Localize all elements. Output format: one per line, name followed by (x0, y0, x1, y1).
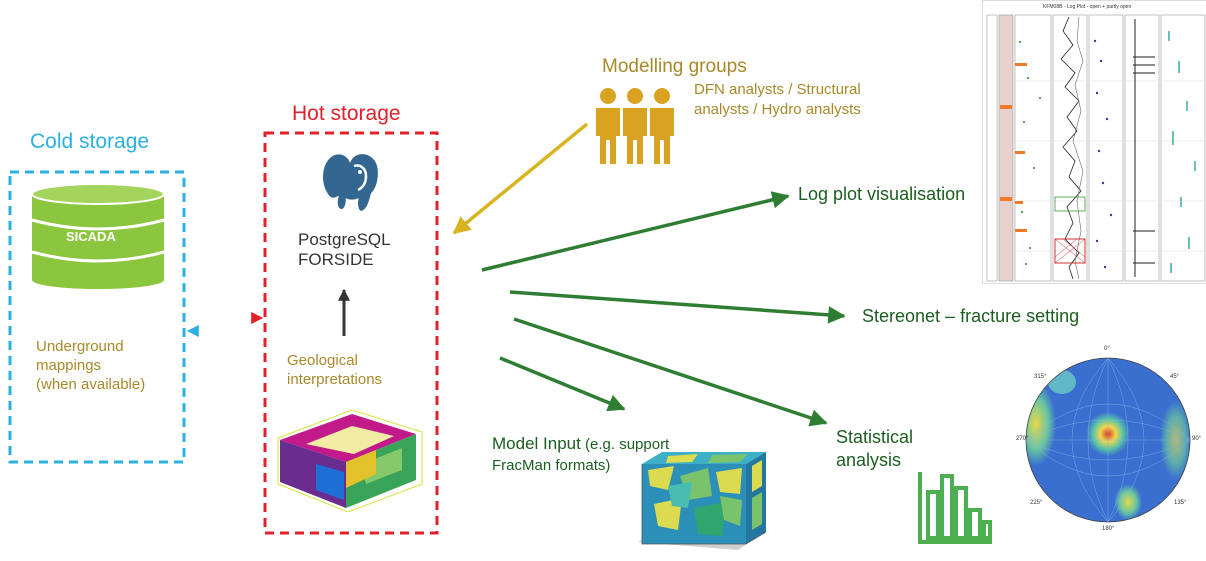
sicada-database-icon (31, 183, 165, 289)
bar-chart-icon (918, 472, 992, 544)
postgresql-forside-label: PostgreSQL FORSIDE (298, 230, 391, 271)
hot-storage-title: Hot storage (292, 102, 401, 125)
log-plot-label: Log plot visualisation (798, 184, 966, 204)
note-line-2: mappings (36, 356, 102, 374)
cold-storage-box (8, 170, 186, 464)
people-group-icon (596, 88, 674, 164)
note-line-1: Underground (36, 338, 124, 355)
note-line-3: (when available) (36, 375, 146, 393)
geological-interpretations-label: Geological interpretations (287, 352, 382, 390)
log-plot-header: KFM08B - Log Plot - open + partly open (1043, 4, 1132, 10)
stereonet-label-south: 180° (1102, 526, 1115, 532)
cold-storage-title: Cold storage (30, 130, 150, 153)
stereonet-plot (1025, 357, 1191, 523)
db-line-1: PostgreSQL (298, 230, 391, 249)
underground-mappings-note: Underground mappings (when available) (36, 338, 145, 394)
stereonet-label-sw: 225° (1030, 500, 1043, 506)
statistical-line-1: Statistical (836, 427, 914, 447)
db-line-2: FORSIDE (298, 250, 374, 270)
arrow-to-log-plot (481, 191, 790, 272)
stereonet-label-west: 270° (1016, 436, 1029, 442)
statistical-analysis-label: Statistical analysis (836, 426, 913, 473)
log-plot-figure: KFM08B - Log Plot - open + partly open (982, 0, 1206, 284)
stereonet-label-nw: 315° (1034, 374, 1047, 380)
geological-model-block (277, 409, 423, 512)
sicada-label: SICADA (66, 229, 116, 244)
fracture-network-cube (638, 452, 767, 550)
postgresql-elephant-icon (320, 151, 381, 214)
model-input-main: Model Input (492, 434, 581, 453)
subtitle-line-1: DFN analysts / Structural (694, 81, 861, 98)
modelling-groups-title: Modelling groups (602, 56, 747, 77)
stereonet-label: Stereonet – fracture setting (862, 306, 1080, 326)
stereonet-label-se: 135° (1174, 500, 1187, 506)
interp-line-1: Geological (287, 352, 358, 369)
statistical-line-2: analysis (836, 450, 902, 471)
subtitle-line-2: analysts / Hydro analysts (694, 100, 861, 118)
stereonet-label-ne: 45° (1170, 374, 1180, 380)
arrow-modelling-to-hot (452, 122, 589, 235)
stereonet-figure: 0° 45° 90° 135° 180° 225° 270° 315° (1016, 338, 1206, 538)
arrow-to-stereonet (509, 290, 846, 324)
model-input-line2: FracMan formats) (492, 456, 611, 474)
interp-line-2: interpretations (287, 370, 383, 388)
stereonet-label-east: 90° (1192, 436, 1202, 442)
arrow-to-model-input (499, 356, 626, 412)
model-input-label: Model Input (e.g. support FracMan format… (492, 433, 669, 475)
arrow-to-statistical (513, 317, 828, 427)
modelling-groups-subtitle: DFN analysts / Structural analysts / Hyd… (694, 80, 861, 119)
log-plot-tracks (986, 14, 1206, 282)
model-input-note: (e.g. support (580, 436, 670, 453)
stereonet-label-north: 0° (1104, 346, 1110, 352)
